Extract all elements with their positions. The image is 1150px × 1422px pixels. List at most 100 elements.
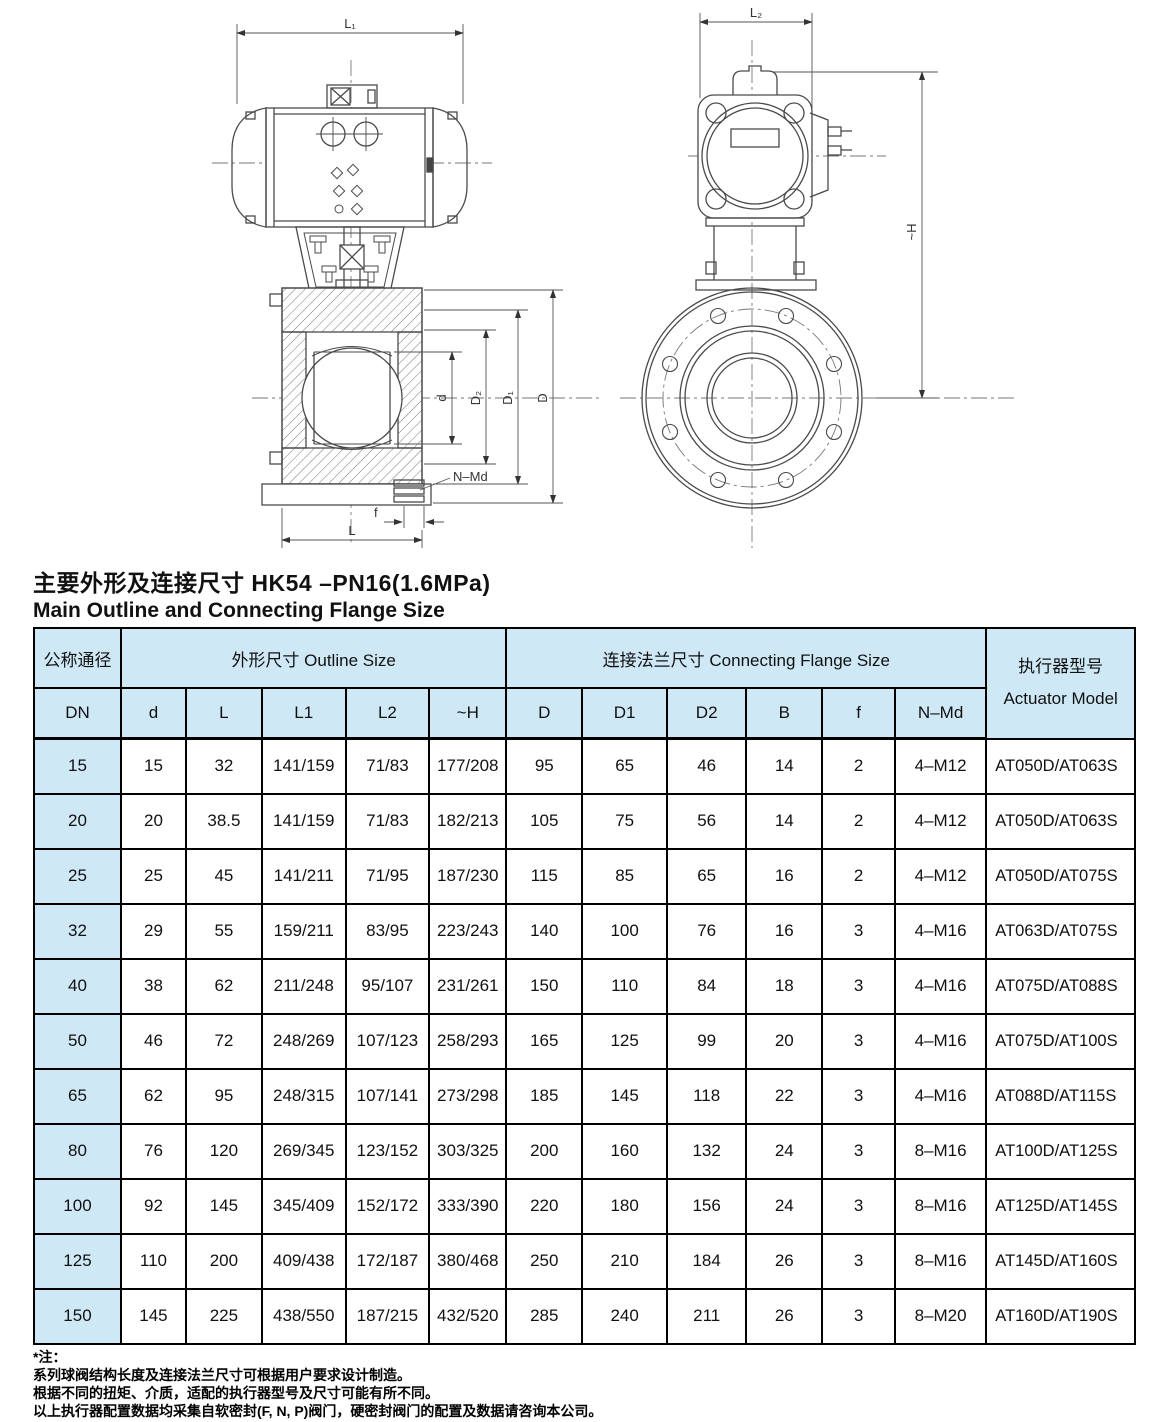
actuator-model-cell: AT075D/AT088S bbox=[985, 957, 1136, 1015]
page-title-en: Main Outline and Connecting Flange Size bbox=[33, 599, 445, 623]
value-cell: 4–M12 bbox=[893, 847, 988, 905]
header-col-D1: D1 bbox=[581, 687, 669, 740]
value-cell: 45 bbox=[184, 847, 263, 905]
value-cell: 46 bbox=[119, 1012, 187, 1070]
dim-label-d2: D₂ bbox=[468, 391, 483, 405]
value-cell: 76 bbox=[666, 902, 748, 960]
actuator-model-cell: AT145D/AT160S bbox=[985, 1232, 1136, 1290]
dim-label-l: L bbox=[348, 523, 355, 538]
value-cell: 3 bbox=[821, 1122, 896, 1180]
value-cell: 172/187 bbox=[344, 1232, 431, 1290]
value-cell: 115 bbox=[505, 847, 584, 905]
value-cell: 107/123 bbox=[344, 1012, 431, 1070]
value-cell: 8–M16 bbox=[893, 1122, 988, 1180]
value-cell: 75 bbox=[581, 792, 669, 850]
value-cell: 2 bbox=[821, 737, 896, 795]
actuator-model-cell: AT075D/AT100S bbox=[985, 1012, 1136, 1070]
value-cell: 211 bbox=[666, 1287, 748, 1345]
valve-side-view-drawing: L₂ ~H bbox=[620, 8, 1015, 548]
value-cell: 145 bbox=[581, 1067, 669, 1125]
value-cell: 200 bbox=[184, 1232, 263, 1290]
value-cell: 85 bbox=[581, 847, 669, 905]
dn-cell: 100 bbox=[33, 1177, 122, 1235]
value-cell: 231/261 bbox=[428, 957, 508, 1015]
actuator-model-cell: AT160D/AT190S bbox=[985, 1287, 1136, 1345]
header-dn-group: 公称通径 bbox=[33, 627, 122, 689]
value-cell: 165 bbox=[505, 1012, 584, 1070]
value-cell: 145 bbox=[119, 1287, 187, 1345]
footnotes: *注： 系列球阀结构长度及连接法兰尺寸可根据用户要求设计制造。 根据不同的扭矩、… bbox=[33, 1348, 602, 1420]
value-cell: 200 bbox=[505, 1122, 584, 1180]
value-cell: 240 bbox=[581, 1287, 669, 1345]
header-col-NMd: N–Md bbox=[893, 687, 988, 740]
value-cell: 14 bbox=[745, 792, 824, 850]
value-cell: 95/107 bbox=[344, 957, 431, 1015]
note-line: 以上执行器配置数据均采集自软密封(F, N, P)阀门，硬密封阀门的配置及数据请… bbox=[33, 1403, 603, 1419]
value-cell: 29 bbox=[119, 902, 187, 960]
value-cell: 32 bbox=[184, 737, 263, 795]
value-cell: 125 bbox=[581, 1012, 669, 1070]
header-dn: DN bbox=[33, 687, 122, 740]
value-cell: 123/152 bbox=[344, 1122, 431, 1180]
value-cell: 250 bbox=[505, 1232, 584, 1290]
header-col-d: d bbox=[119, 687, 187, 740]
note-line: 根据不同的扭矩、介质，适配的执行器型号及尺寸可能有所不同。 bbox=[33, 1385, 439, 1401]
value-cell: 3 bbox=[821, 1177, 896, 1235]
note-line: 系列球阀结构长度及连接法兰尺寸可根据用户要求设计制造。 bbox=[33, 1367, 411, 1383]
value-cell: 95 bbox=[505, 737, 584, 795]
dim-label-h: ~H bbox=[904, 224, 919, 241]
dn-cell: 65 bbox=[33, 1067, 122, 1125]
value-cell: 38 bbox=[119, 957, 187, 1015]
value-cell: 110 bbox=[581, 957, 669, 1015]
value-cell: 95 bbox=[184, 1067, 263, 1125]
value-cell: 120 bbox=[184, 1122, 263, 1180]
header-col-D: D bbox=[505, 687, 584, 740]
value-cell: 15 bbox=[119, 737, 187, 795]
value-cell: 26 bbox=[745, 1287, 824, 1345]
value-cell: 56 bbox=[666, 792, 748, 850]
value-cell: 160 bbox=[581, 1122, 669, 1180]
value-cell: 159/211 bbox=[260, 902, 347, 960]
actuator-model-cell: AT100D/AT125S bbox=[985, 1122, 1136, 1180]
dn-cell: 150 bbox=[33, 1287, 122, 1345]
value-cell: 273/298 bbox=[428, 1067, 508, 1125]
value-cell: 22 bbox=[745, 1067, 824, 1125]
header-col-B: B bbox=[745, 687, 824, 740]
header-actuator-zh: 执行器型号 bbox=[1018, 656, 1104, 676]
value-cell: 409/438 bbox=[260, 1232, 347, 1290]
value-cell: 99 bbox=[666, 1012, 748, 1070]
value-cell: 110 bbox=[119, 1232, 187, 1290]
actuator-model-cell: AT088D/AT115S bbox=[985, 1067, 1136, 1125]
title-block: 主要外形及连接尺寸 HK54 –PN16(1.6MPa) Main Outlin… bbox=[33, 570, 491, 624]
value-cell: 432/520 bbox=[428, 1287, 508, 1345]
value-cell: 4–M16 bbox=[893, 1012, 988, 1070]
value-cell: 100 bbox=[581, 902, 669, 960]
actuator-model-cell: AT063D/AT075S bbox=[985, 902, 1136, 960]
value-cell: 4–M12 bbox=[893, 737, 988, 795]
header-col-H: ~H bbox=[428, 687, 508, 740]
value-cell: 145 bbox=[184, 1177, 263, 1235]
value-cell: 8–M16 bbox=[893, 1177, 988, 1235]
dim-label-d1: D₁ bbox=[500, 391, 515, 405]
header-actuator-en: Actuator Model bbox=[1003, 689, 1118, 709]
value-cell: 223/243 bbox=[428, 902, 508, 960]
value-cell: 132 bbox=[666, 1122, 748, 1180]
value-cell: 4–M16 bbox=[893, 957, 988, 1015]
value-cell: 345/409 bbox=[260, 1177, 347, 1235]
dn-cell: 80 bbox=[33, 1122, 122, 1180]
dn-cell: 40 bbox=[33, 957, 122, 1015]
value-cell: 4–M16 bbox=[893, 1067, 988, 1125]
value-cell: 24 bbox=[745, 1122, 824, 1180]
value-cell: 26 bbox=[745, 1232, 824, 1290]
header-actuator-group: 执行器型号 Actuator Model bbox=[985, 627, 1136, 740]
header-col-L: L bbox=[184, 687, 263, 740]
value-cell: 38.5 bbox=[184, 792, 263, 850]
value-cell: 3 bbox=[821, 957, 896, 1015]
